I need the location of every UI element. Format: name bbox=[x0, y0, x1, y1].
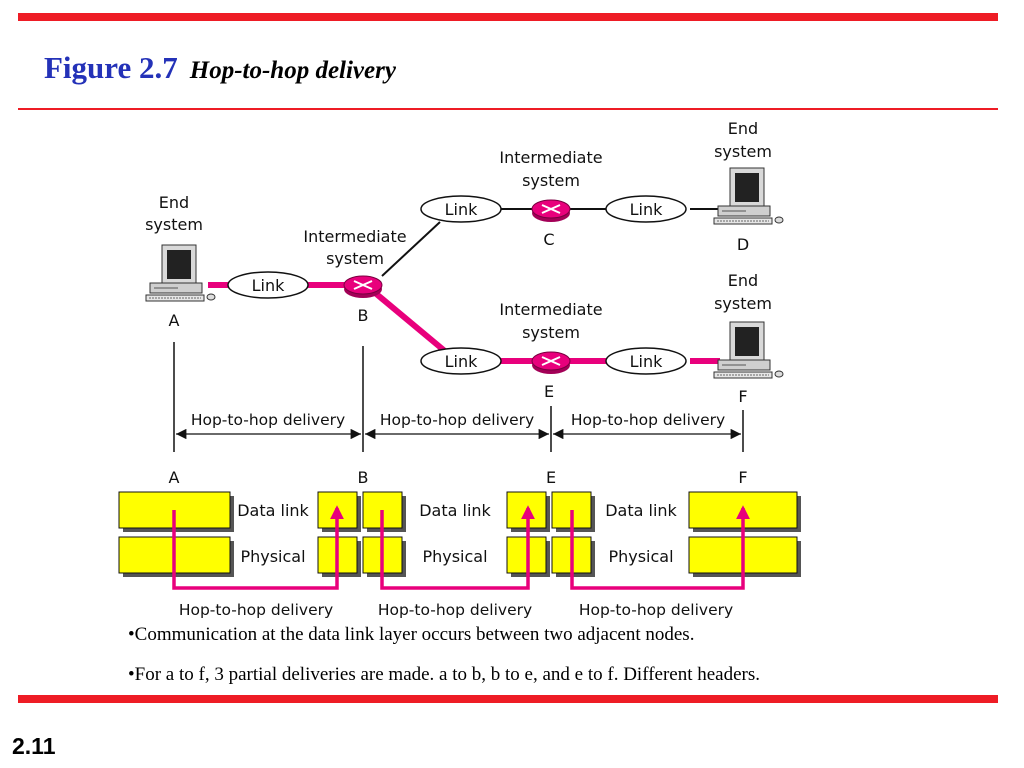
hop-label-be: Hop-to-hop delivery bbox=[380, 411, 534, 429]
intermediate-e-label-1: Intermediate bbox=[499, 300, 602, 319]
data-link-label-ef: Data link bbox=[605, 501, 677, 520]
link-cd: Link bbox=[605, 195, 687, 223]
router-c-icon bbox=[531, 199, 571, 223]
bullet-point: •Communication at the data link layer oc… bbox=[128, 624, 695, 645]
router-e-icon bbox=[531, 351, 571, 375]
title-underline bbox=[18, 108, 998, 110]
end-system-f-label-2: system bbox=[714, 294, 772, 313]
end-system-a-label-1: End bbox=[159, 193, 189, 212]
slide-number: 2.11 bbox=[12, 733, 56, 759]
intermediate-e-label-2: system bbox=[522, 323, 580, 342]
hop-label-ab: Hop-to-hop delivery bbox=[191, 411, 345, 429]
intermediate-c-label-1: Intermediate bbox=[499, 148, 602, 167]
physical-label-ab: Physical bbox=[240, 547, 305, 566]
node-e-label: E bbox=[544, 382, 554, 401]
network-labels: End system A Intermediate system B Inter… bbox=[145, 119, 772, 406]
end-system-d-label-2: system bbox=[714, 142, 772, 161]
top-accent-bar bbox=[18, 13, 998, 21]
link-label: Link bbox=[252, 276, 286, 295]
node-b-label: B bbox=[358, 306, 369, 325]
figure-caption: Hop-to-hop delivery bbox=[189, 57, 396, 84]
physical-label-be: Physical bbox=[422, 547, 487, 566]
layer-node-a: A bbox=[169, 468, 180, 487]
layer-node-f: F bbox=[738, 468, 747, 487]
physical-label-ef: Physical bbox=[608, 547, 673, 566]
intermediate-b-label-2: system bbox=[326, 249, 384, 268]
bottom-hop-label-ef: Hop-to-hop delivery bbox=[579, 601, 733, 619]
computer-f-icon bbox=[713, 321, 784, 379]
node-f-label: F bbox=[738, 387, 747, 406]
figure-number: Figure 2.7 bbox=[44, 50, 178, 85]
computer-d-icon bbox=[713, 167, 784, 225]
link-be: Link bbox=[420, 347, 502, 375]
node-d-label: D bbox=[737, 235, 749, 254]
layer-node-labels: A B E F bbox=[169, 468, 748, 487]
link-label: Link bbox=[630, 200, 664, 219]
layer-node-b: B bbox=[358, 468, 369, 487]
router-b-icon bbox=[343, 275, 383, 299]
bullet-point: •For a to f, 3 partial deliveries are ma… bbox=[128, 664, 761, 685]
node-c-label: C bbox=[543, 230, 554, 249]
layer-labels: Data link Physical Data link Physical Da… bbox=[237, 501, 677, 566]
data-link-label-ab: Data link bbox=[237, 501, 309, 520]
link-bc: Link bbox=[420, 195, 502, 223]
hop-arrows: Hop-to-hop delivery Hop-to-hop delivery … bbox=[173, 342, 744, 452]
end-system-a-label-2: system bbox=[145, 215, 203, 234]
link-label: Link bbox=[445, 352, 479, 371]
link-label: Link bbox=[630, 352, 664, 371]
bottom-hop-labels: Hop-to-hop delivery Hop-to-hop delivery … bbox=[179, 601, 733, 619]
delivery-paths bbox=[172, 505, 750, 590]
bottom-hop-label-be: Hop-to-hop delivery bbox=[378, 601, 532, 619]
data-link-label-be: Data link bbox=[419, 501, 491, 520]
intermediate-c-label-2: system bbox=[522, 171, 580, 190]
bottom-accent-bar bbox=[18, 695, 998, 703]
node-a-label: A bbox=[169, 311, 180, 330]
link-ef: Link bbox=[605, 347, 687, 375]
link-label: Link bbox=[445, 200, 479, 219]
bottom-hop-label-ab: Hop-to-hop delivery bbox=[179, 601, 333, 619]
figure-title: Figure 2.7 Hop-to-hop delivery bbox=[44, 50, 396, 86]
intermediate-b-label-1: Intermediate bbox=[303, 227, 406, 246]
computer-a-icon bbox=[145, 244, 216, 302]
end-system-f-label-1: End bbox=[728, 271, 758, 290]
layer-node-e: E bbox=[546, 468, 556, 487]
hop-label-ef: Hop-to-hop delivery bbox=[571, 411, 725, 429]
end-system-d-label-1: End bbox=[728, 119, 758, 138]
link-ab: Link bbox=[227, 271, 309, 299]
